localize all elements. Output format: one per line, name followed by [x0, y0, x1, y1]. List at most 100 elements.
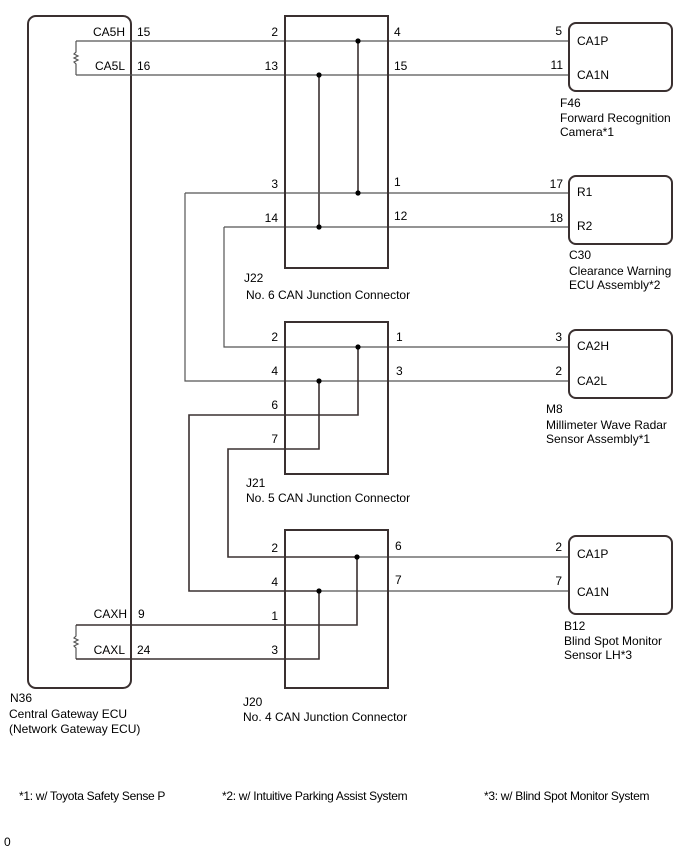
- j21-right-pin: 1: [396, 330, 403, 344]
- j22-left-pin: 13: [265, 59, 279, 73]
- b12-name-line1: Blind Spot Monitor: [564, 634, 662, 648]
- c30-name-line2: ECU Assembly*2: [569, 278, 661, 292]
- f46-name-line2: Camera*1: [560, 125, 614, 139]
- n36-box: [27, 15, 132, 689]
- n36-pin-label-caxh: CAXH: [94, 607, 127, 621]
- f46-pin-num: 11: [551, 58, 564, 72]
- j22-left-pin: 14: [265, 211, 279, 225]
- j20-bus-high: [76, 557, 358, 626]
- m8-pin-label: CA2L: [577, 374, 607, 388]
- j20-right-pin: 7: [395, 573, 402, 587]
- junction-dot: [316, 72, 322, 78]
- component-j20: 2 4 1 3 6 7 J20 No. 4 CAN Junction Conne…: [243, 529, 407, 724]
- b12-pin-label: CA1P: [577, 547, 608, 561]
- junction-dot: [316, 588, 322, 594]
- f46-pin-num: 5: [555, 24, 562, 38]
- j20-name: No. 4 CAN Junction Connector: [243, 710, 407, 724]
- component-c30: 17 18 R1 R2 C30 Clearance Warning ECU As…: [550, 175, 673, 292]
- b12-pin-num: 7: [555, 574, 562, 588]
- j20-box: [284, 529, 389, 689]
- j20-bus-low: [76, 591, 320, 660]
- j22-right-pin: 1: [394, 175, 401, 189]
- j20-left-pin: 1: [271, 609, 278, 623]
- f46-pin-label: CA1N: [577, 68, 609, 82]
- c30-pin-label: R1: [577, 185, 593, 199]
- f46-pin-label: CA1P: [577, 34, 608, 48]
- j21-right-pin: 3: [396, 364, 403, 378]
- footnote-3: *3: w/ Blind Spot Monitor System: [484, 789, 650, 803]
- n36-pin-label-caxl: CAXL: [94, 643, 126, 657]
- junction-dot: [355, 190, 361, 196]
- wires: [76, 40, 569, 660]
- b12-box: [568, 535, 673, 615]
- m8-pin-label: CA2H: [577, 339, 609, 353]
- component-n36: CA5H 15 CA5L 16 CAXH 9 CAXL 24 N36 Centr…: [9, 15, 151, 736]
- footnote-1: *1: w/ Toyota Safety Sense P: [19, 789, 166, 803]
- m8-pin-num: 3: [555, 330, 562, 344]
- j22-left-pin: 2: [271, 25, 278, 39]
- j22-right-pin: 15: [394, 59, 408, 73]
- component-m8: 3 2 CA2H CA2L M8 Millimeter Wave Radar S…: [546, 329, 673, 446]
- j21-bus-low: [227, 381, 357, 558]
- b12-pin-num: 2: [555, 540, 562, 554]
- m8-box: [568, 329, 673, 399]
- junction-dot: [354, 554, 360, 560]
- j20-left-pin: 3: [271, 643, 278, 657]
- j22-left-pin: 3: [271, 177, 278, 191]
- j21-code: J21: [246, 476, 266, 490]
- n36-pin-label-ca5h: CA5H: [93, 25, 125, 39]
- j22-box: [284, 15, 389, 269]
- c30-pin-num: 18: [550, 211, 564, 225]
- footnote-2: *2: w/ Intuitive Parking Assist System: [222, 789, 408, 803]
- n36-pin-num-16: 16: [137, 59, 151, 73]
- c30-code: C30: [569, 248, 591, 262]
- f46-code: F46: [560, 96, 581, 110]
- j22-name: No. 6 CAN Junction Connector: [246, 288, 410, 302]
- j22-right-pin: 12: [394, 209, 408, 223]
- j21-name: No. 5 CAN Junction Connector: [246, 491, 410, 505]
- component-f46: 5 11 CA1P CA1N F46 Forward Recognition C…: [551, 22, 673, 139]
- junction-dot: [355, 38, 361, 44]
- c30-name-line1: Clearance Warning: [569, 264, 671, 278]
- m8-name-line1: Millimeter Wave Radar: [546, 418, 667, 432]
- page-marker: 0: [4, 835, 11, 849]
- component-j21: 2 4 6 7 1 3 J21 No. 5 CAN Junction Conne…: [246, 321, 410, 505]
- junction-dot: [316, 378, 322, 384]
- c30-pin-num: 17: [550, 177, 564, 191]
- junction-dots: [316, 38, 361, 594]
- j21-left-pin: 6: [271, 398, 278, 412]
- termination-resistor-icon: [72, 41, 80, 75]
- junction-dot: [355, 344, 361, 350]
- j22-right-pin: 4: [394, 25, 401, 39]
- b12-code: B12: [564, 619, 586, 633]
- n36-code: N36: [10, 691, 32, 705]
- n36-pin-label-ca5l: CA5L: [95, 59, 125, 73]
- j20-left-pin: 2: [271, 541, 278, 555]
- component-j22: 2 13 3 14 4 15 1 12 J22 No. 6 CAN Juncti…: [244, 15, 410, 302]
- c30-pin-label: R2: [577, 219, 593, 233]
- junction-dot: [316, 224, 322, 230]
- n36-name-line2: (Network Gateway ECU): [9, 722, 140, 736]
- j21-left-pin: 7: [271, 432, 278, 446]
- component-b12: 2 7 CA1P CA1N B12 Blind Spot Monitor Sen…: [555, 535, 673, 662]
- n36-pin-num-24: 24: [137, 643, 151, 657]
- f46-box: [568, 22, 673, 92]
- wire-j22-14-to-j21-2: [223, 227, 358, 348]
- m8-code: M8: [546, 402, 563, 416]
- j21-bus-high: [188, 347, 359, 592]
- wire-j22-3-to-j21-4: [184, 193, 319, 382]
- j20-left-pin: 4: [271, 575, 278, 589]
- j20-right-pin: 6: [395, 539, 402, 553]
- j21-left-pin: 4: [271, 364, 278, 378]
- j21-left-pin: 2: [271, 330, 278, 344]
- j22-code: J22: [244, 271, 264, 285]
- n36-pin-num-9: 9: [138, 607, 145, 621]
- j21-box: [284, 321, 389, 475]
- m8-pin-num: 2: [555, 364, 562, 378]
- m8-name-line2: Sensor Assembly*1: [546, 432, 650, 446]
- n36-name-line1: Central Gateway ECU: [9, 707, 127, 721]
- b12-name-line2: Sensor LH*3: [564, 648, 632, 662]
- n36-pin-num-15: 15: [137, 25, 151, 39]
- termination-resistor-icon: [72, 625, 80, 659]
